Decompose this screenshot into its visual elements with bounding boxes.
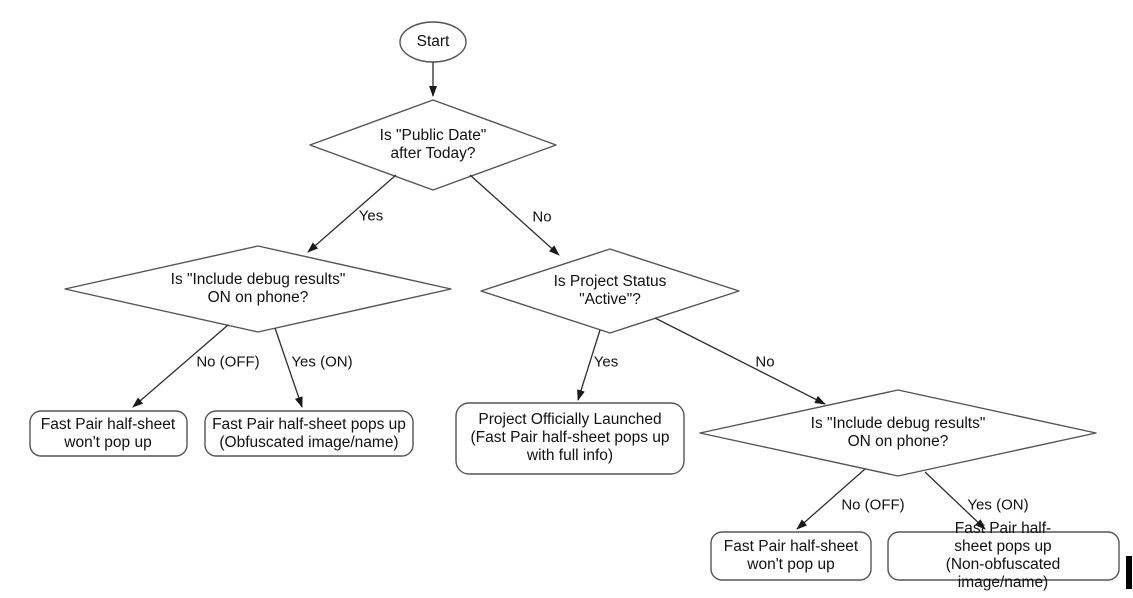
decision-public-date-shape xyxy=(309,99,557,191)
edge-debug-right-yes xyxy=(924,471,986,530)
decision-project-status-shape xyxy=(480,248,740,334)
edge-project-status-yes xyxy=(577,329,601,401)
result-launched-shape xyxy=(455,402,685,475)
result-no-popup-left-shape xyxy=(29,410,188,457)
result-popup-non-obfuscated-shape xyxy=(887,531,1120,581)
result-no-popup-right-shape xyxy=(710,531,872,581)
result-popup-obfuscated-shape xyxy=(204,410,414,457)
edge-public-date-no xyxy=(469,174,560,256)
edge-project-status-no xyxy=(654,317,826,405)
edge-debug-left-yes xyxy=(274,327,303,408)
decision-debug-right-shape xyxy=(699,389,1097,477)
decision-debug-left-shape xyxy=(64,245,452,333)
start-node-shape xyxy=(399,21,467,63)
edge-debug-left-no xyxy=(132,324,229,408)
edge-public-date-yes xyxy=(307,174,397,253)
edge-debug-right-no xyxy=(796,468,866,530)
text-cursor-artifact xyxy=(1126,556,1132,589)
